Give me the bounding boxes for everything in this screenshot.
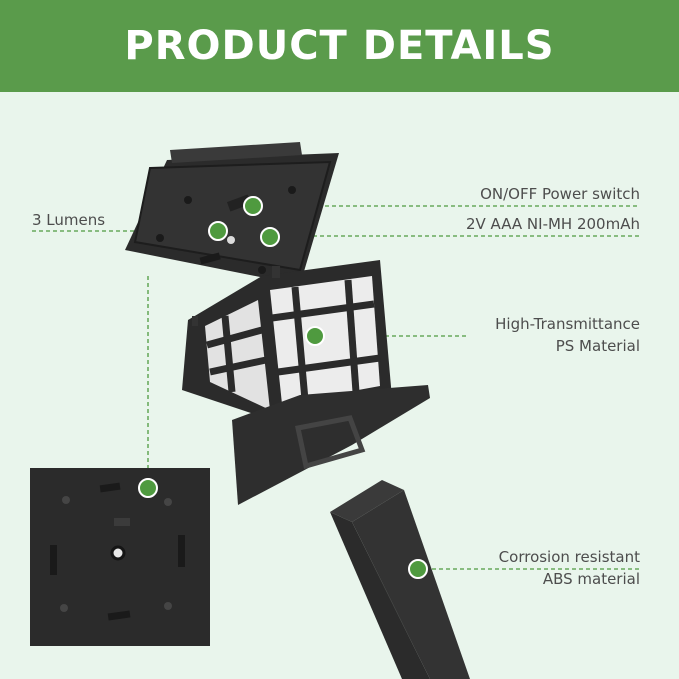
stake-pole-icon bbox=[330, 480, 470, 679]
solar-panel-underside-icon bbox=[30, 468, 210, 646]
callout-markers bbox=[138, 196, 428, 579]
marker-lumens-icon bbox=[208, 221, 228, 241]
marker-pole-icon bbox=[408, 559, 428, 579]
label-pole-line1: Corrosion resistant bbox=[498, 548, 640, 566]
page-title: PRODUCT DETAILS bbox=[124, 23, 555, 69]
solar-cap-icon bbox=[125, 142, 339, 285]
leader-lines bbox=[32, 205, 640, 570]
label-material-line2: PS Material bbox=[555, 337, 640, 355]
header-banner: PRODUCT DETAILS bbox=[0, 0, 679, 92]
marker-material-icon bbox=[305, 326, 325, 346]
label-material-line1: High-Transmittance bbox=[495, 315, 640, 333]
label-battery: 2V AAA NI-MH 200mAh bbox=[465, 215, 640, 233]
label-lumens: 3 Lumens bbox=[32, 211, 106, 229]
marker-power-switch-icon bbox=[243, 196, 263, 216]
label-power-switch: ON/OFF Power switch bbox=[480, 185, 640, 203]
marker-underside-icon bbox=[138, 478, 158, 498]
label-pole-line2: ABS material bbox=[542, 570, 640, 588]
marker-battery-icon bbox=[260, 227, 280, 247]
lantern-body-icon bbox=[182, 260, 430, 505]
